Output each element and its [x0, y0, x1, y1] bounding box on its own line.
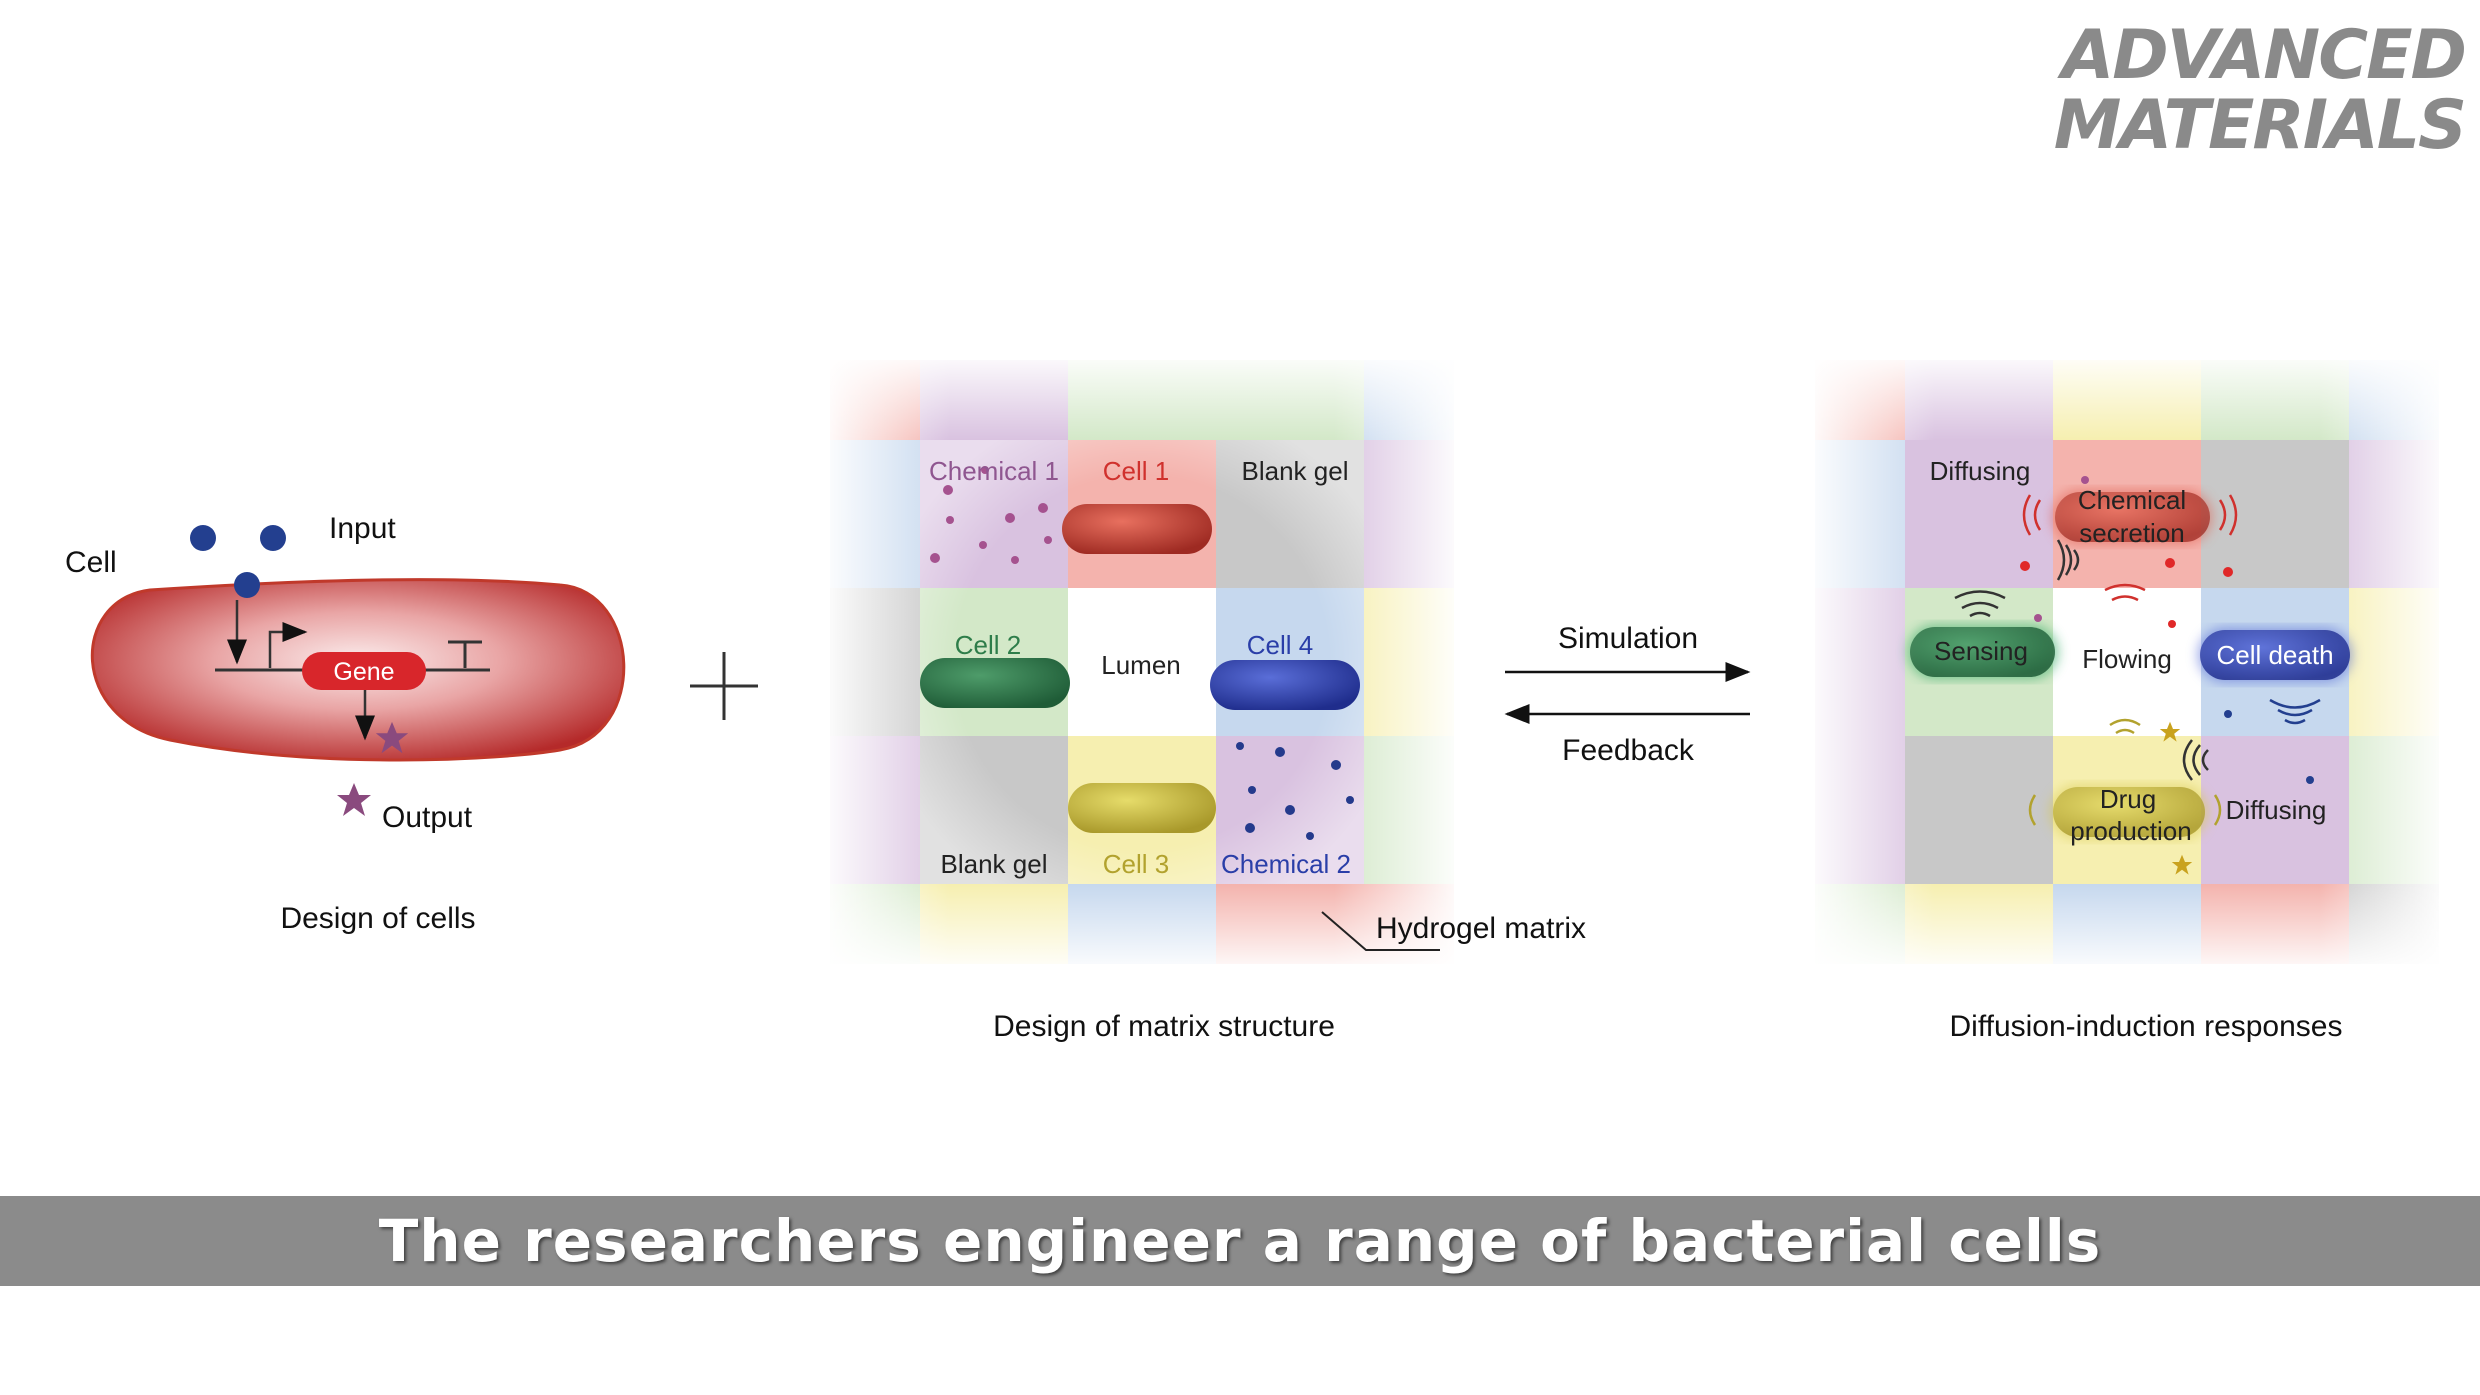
- cell-death-bacterium: [2200, 630, 2350, 680]
- tile-gray-top-right: [2201, 440, 2349, 588]
- cell-2-label: Cell 2: [955, 630, 1021, 660]
- cell-design-caption: Design of cells: [280, 902, 475, 935]
- chemical-secretion-label-2: secretion: [2079, 518, 2185, 548]
- tile-flowing: [2053, 588, 2201, 736]
- sensing-bacterium: [1910, 627, 2055, 677]
- signal-waves: [1954, 494, 2321, 826]
- logo-line-1: ADVANCED: [2061, 16, 2467, 95]
- chemical-2-dots: [1236, 742, 1354, 840]
- chemical-secretion-label-1: Chemical: [2078, 485, 2186, 515]
- diffusing-top-label: Diffusing: [1930, 456, 2031, 486]
- input-label: Input: [329, 512, 396, 545]
- cell-1-label: Cell 1: [1103, 456, 1169, 486]
- hydrogel-pointer-line: [1321, 911, 1440, 951]
- subtitle-banner: [0, 1196, 2480, 1286]
- matrix-structure-panel: Chemical 1 Cell 1 Blank gel Cell 2 Lumen…: [820, 350, 1586, 1043]
- cell-4-bacterium: [1210, 660, 1360, 710]
- tile-gray-bottom-left: [1905, 736, 2053, 884]
- output-star-icon: [337, 783, 371, 816]
- cell-3-label: Cell 3: [1103, 849, 1169, 879]
- input-molecule-3: [234, 572, 260, 598]
- secretion-bacterium: [2055, 492, 2210, 542]
- cell-death-label: Cell death: [2216, 640, 2333, 670]
- input-molecule-1: [190, 525, 216, 551]
- cell-design-panel: Gene Cell Input Output Design of cells: [65, 512, 626, 935]
- blank-gel-top-label: Blank gel: [1242, 456, 1349, 486]
- chemical-2-label: Chemical 2: [1221, 849, 1351, 879]
- plus-icon: [690, 652, 758, 720]
- output-label: Output: [382, 801, 473, 834]
- output-star-inside-icon: [375, 721, 409, 754]
- molecule-dots: [2020, 476, 2314, 784]
- matrix-structure-caption: Design of matrix structure: [993, 1010, 1335, 1043]
- simulation-feedback-arrows: Simulation Feedback: [1504, 622, 1751, 767]
- subtitle-text: The researchers engineer a range of bact…: [378, 1207, 2102, 1275]
- logo-line-2: MATERIALS: [2053, 86, 2467, 165]
- drug-star-icon-2: [2171, 854, 2193, 875]
- flowing-label: Flowing: [2082, 644, 2172, 674]
- chemical-1-label: Chemical 1: [929, 456, 1059, 486]
- feedback-label: Feedback: [1562, 734, 1695, 767]
- promoter-arrow: [268, 622, 308, 668]
- chemical-1-dots: [930, 466, 1052, 564]
- drug-production-label-1: Drug: [2100, 784, 2156, 814]
- hydrogel-matrix-label: Hydrogel matrix: [1376, 912, 1586, 945]
- response-caption: Diffusion-induction responses: [1949, 1010, 2342, 1043]
- gene-label: Gene: [333, 658, 394, 686]
- cell-3-bacterium: [1068, 783, 1216, 833]
- lumen-label: Lumen: [1101, 650, 1181, 680]
- drug-star-icon-1: [2159, 721, 2181, 742]
- response-panel: Diffusing Chemical secretion Sensing Flo…: [1805, 350, 2449, 1043]
- cell-1-bacterium: [1062, 504, 1212, 554]
- advanced-materials-logo: ADVANCED MATERIALS: [2005, 16, 2467, 165]
- cell-2-bacterium: [920, 658, 1070, 708]
- input-molecule-2: [260, 525, 286, 551]
- drug-production-label-2: production: [2070, 816, 2191, 846]
- drug-production-bacterium: [2053, 787, 2205, 837]
- gene-box: [302, 652, 426, 690]
- simulation-label: Simulation: [1558, 622, 1698, 655]
- diffusing-bottom-label: Diffusing: [2226, 795, 2327, 825]
- cell-label: Cell: [65, 546, 117, 579]
- sensing-label: Sensing: [1934, 636, 2028, 666]
- terminator-symbol: [448, 640, 482, 668]
- cell-4-label: Cell 4: [1247, 630, 1313, 660]
- blank-gel-bottom-label: Blank gel: [941, 849, 1048, 879]
- tile-diffusing-bottom: [2201, 736, 2349, 884]
